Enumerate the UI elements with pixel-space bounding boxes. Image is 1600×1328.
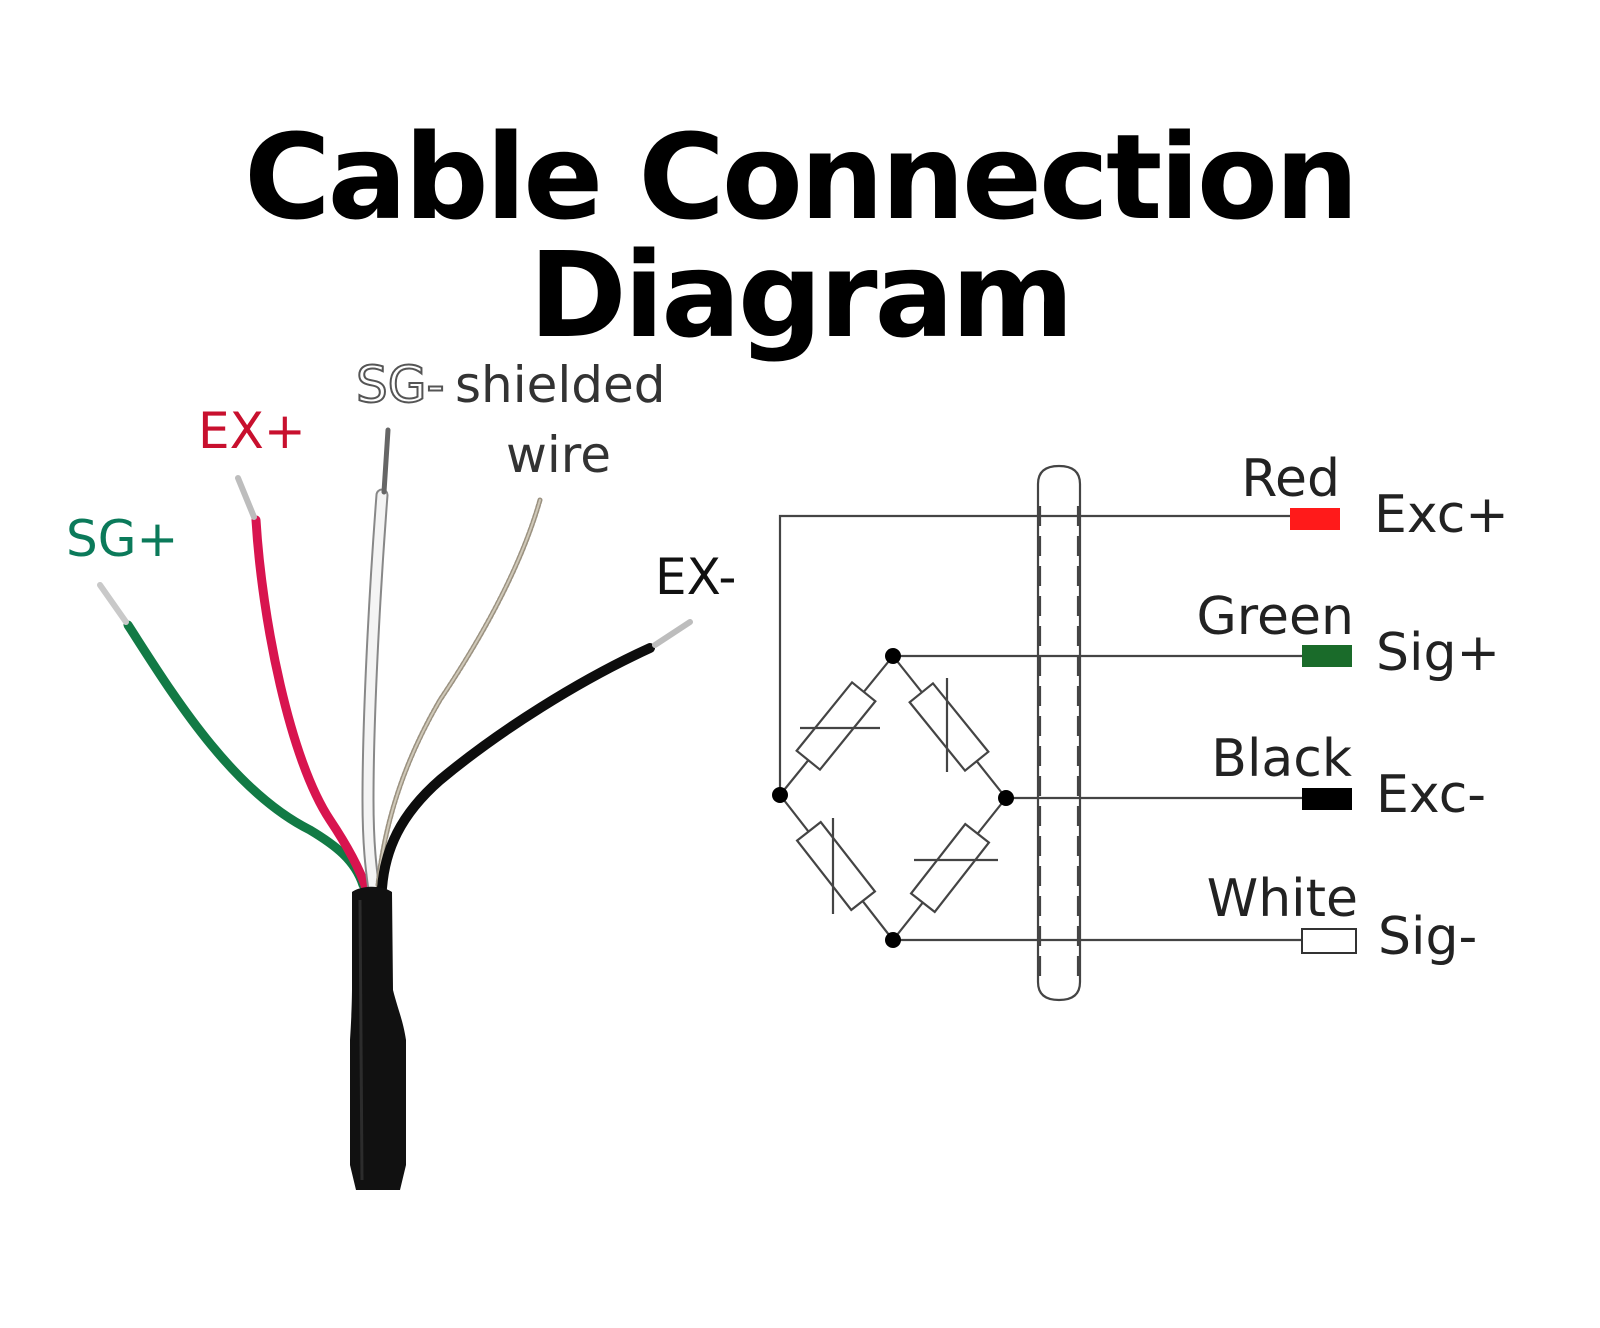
wire-color-red: Red: [1241, 449, 1340, 509]
shield-symbol: [1036, 464, 1082, 1002]
exc-plus-line: [778, 514, 1290, 795]
shielded-label: shielded: [455, 356, 666, 414]
ex-plus-label: EX+: [198, 402, 306, 460]
black-wire: [377, 643, 655, 893]
schematic: [778, 464, 1302, 1002]
green-swatch: [1302, 645, 1352, 667]
signal-exc-plus: Exc+: [1374, 485, 1509, 545]
strain-gauge-bottom-right: [909, 822, 991, 914]
signal-exc-minus: Exc-: [1376, 765, 1486, 825]
cable-jacket-highlight: [358, 899, 364, 1181]
ex-minus-label: EX-: [655, 548, 736, 606]
signal-sig-minus: Sig-: [1378, 907, 1477, 967]
white-swatch: [1301, 928, 1357, 954]
junction-dots: [772, 648, 1014, 948]
red-swatch: [1290, 508, 1340, 530]
white-wire-fill: [363, 490, 387, 895]
cable-jacket: [350, 886, 406, 1190]
sg-plus-label: SG+: [66, 510, 178, 568]
wheatstone-bridge: [779, 655, 1007, 941]
wire-color-white: White: [1207, 869, 1358, 929]
signal-sig-plus: Sig+: [1376, 623, 1500, 683]
wire-label: wire: [506, 426, 611, 484]
sg-minus-label: SG-: [356, 356, 445, 414]
green-wire-tip: [97, 582, 129, 625]
black-swatch: [1302, 788, 1352, 810]
strain-gauge-top-left: [795, 680, 877, 772]
page-title: Cable Connection Diagram: [244, 108, 1359, 364]
red-wire: [251, 515, 371, 893]
shield-wire-2: [377, 499, 541, 886]
red-wire-tip: [235, 475, 257, 520]
strain-gauge-top-right: [908, 681, 990, 773]
green-wire: [123, 620, 368, 890]
wire-color-black: Black: [1211, 729, 1352, 789]
wire-color-green: Green: [1197, 587, 1354, 647]
cable-illustration: [97, 427, 693, 1190]
white-wire-tip: [381, 427, 391, 495]
strain-gauge-bottom-left: [795, 820, 877, 912]
black-wire-tip: [652, 619, 693, 648]
